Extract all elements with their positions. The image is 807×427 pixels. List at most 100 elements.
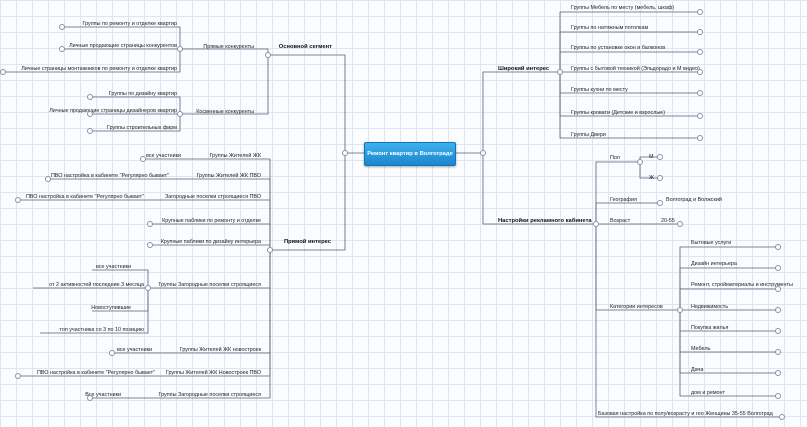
toggle-circle[interactable] [557,69,563,75]
leaf-dot[interactable] [775,349,781,355]
node-leaf[interactable]: Группы Двери [571,132,606,138]
leaf-dot[interactable] [15,197,21,203]
root-node[interactable]: Ремонт квартир в Волгограде [364,142,456,166]
node-leaf[interactable]: Личные страницы монтажников по ремонту и… [21,66,177,72]
node-leaf[interactable]: ПВО настройка в кабинете "Регулярно быва… [50,173,169,179]
leaf-dot[interactable] [45,176,51,182]
leaf-dot[interactable] [87,94,93,100]
toggle-circle[interactable] [342,150,348,156]
leaf-dot[interactable] [657,154,663,160]
node-leaf[interactable]: Группы кровати (Детские и взрослые) [571,110,665,116]
node-age[interactable]: Возраст [610,218,631,224]
leaf-dot[interactable] [147,221,153,227]
node-broad-interest[interactable]: Широкий интерес [498,66,550,72]
node-leaf[interactable]: ПВО настройка в кабинете "Регулярно быва… [36,370,155,376]
leaf-dot[interactable] [775,265,781,271]
node-item[interactable]: Группы Жителей ЖК Новостроек ПВО [165,370,261,376]
toggle-circle[interactable] [480,150,486,156]
node-leaf[interactable]: Бытовые услуги [691,240,732,246]
leaf-dot[interactable] [697,69,703,75]
node-leaf[interactable]: Личные продающие страницы конкурентов [69,43,177,49]
node-leaf[interactable]: Покупка жилья [691,325,729,331]
leaf-dot[interactable] [87,111,93,117]
node-ad-settings[interactable]: Настройки рекламного кабинета [498,218,592,224]
node-leaf[interactable]: все участники [145,153,181,159]
node-item[interactable]: Загородные поселки строящиеся ПВО [164,194,261,200]
node-leaf[interactable]: Ремонт, стройматериалы и инструменты [691,282,793,288]
node-item[interactable]: Группы Жителей ЖК ПВО [196,173,261,179]
node-geo[interactable]: География [610,197,637,203]
leaf-dot[interactable] [697,113,703,119]
leaf-dot[interactable] [775,328,781,334]
node-item[interactable]: Группы Жителей ЖК [209,153,261,159]
leaf-dot[interactable] [147,242,153,248]
toggle-circle[interactable] [593,221,599,227]
node-leaf[interactable]: Группы строительных фирм [106,125,177,131]
leaf-dot[interactable] [775,393,781,399]
leaf-dot[interactable] [15,373,21,379]
leaf-dot[interactable] [697,49,703,55]
node-leaf[interactable]: Все участники [85,392,121,398]
leaf-dot[interactable] [775,307,781,313]
node-leaf[interactable]: все участники [116,347,152,353]
leaf-dot[interactable] [59,24,65,30]
node-leaf[interactable]: ПВО настройка в кабинете "Регулярно быва… [25,194,144,200]
node-leaf[interactable]: Группы Мебель по месту (мебель, шкаф) [571,5,675,11]
leaf-dot[interactable] [775,286,781,292]
node-leaf[interactable]: Волгоград и Волжский [666,197,722,203]
leaf-dot[interactable] [109,350,115,356]
toggle-circle[interactable] [677,307,683,313]
node-item[interactable]: Крупные паблики по ремонту и отделке [162,218,261,224]
node-direct-interest[interactable]: Прямой интерес [284,239,331,245]
node-leaf[interactable]: все участники [95,264,131,270]
node-leaf[interactable]: дом и ремонт [691,390,726,396]
node-leaf[interactable]: от 2 активностей последние 3 месяца [49,282,144,288]
node-item[interactable]: Группы Загородные поселки строящиеся [158,282,261,288]
toggle-circle[interactable] [267,247,273,253]
node-leaf[interactable]: Группы по ремонту и отделке квартир [82,21,178,27]
node-leaf[interactable]: 20-55 [661,218,675,224]
toggle-circle[interactable] [177,111,183,117]
leaf-dot[interactable] [87,128,93,134]
node-leaf[interactable]: М [649,154,654,160]
node-item[interactable]: Группы Загородные поселки строящиеся [158,392,261,398]
node-leaf[interactable]: Группы с бытовой техникой (Эльдорадо и М… [571,66,700,72]
leaf-dot[interactable] [697,135,703,141]
node-direct-competitors[interactable]: Прямые конкуренты [203,44,254,50]
node-leaf[interactable]: Недвижимость [691,304,729,310]
leaf-dot[interactable] [697,29,703,35]
node-leaf[interactable]: Группы по установке окон и балконов [571,45,666,51]
leaf-dot[interactable] [657,200,663,206]
node-interests[interactable]: Категории интересов [610,304,663,310]
node-leaf[interactable]: Дача [691,367,704,373]
node-item[interactable]: Группы Жителей ЖК новостроек [179,347,261,353]
leaf-dot[interactable] [0,69,6,75]
leaf-dot[interactable] [779,414,785,420]
node-leaf[interactable]: топ участника со 3 по 10 позицию [59,327,144,333]
node-base-setting[interactable]: Базовая настройка по полу/возрасту и гео… [598,411,773,417]
node-leaf[interactable]: Мебель [691,346,711,352]
toggle-circle[interactable] [265,52,271,58]
node-leaf[interactable]: Группы по натяжным потолкам [571,25,649,31]
node-leaf[interactable]: Группы по дизайну квартир [108,91,177,97]
node-leaf[interactable]: Новоступившие [91,305,131,311]
leaf-dot[interactable] [677,221,683,227]
leaf-dot[interactable] [775,370,781,376]
node-item[interactable]: Крупные паблики по дизайну интерьера [160,239,261,245]
node-indirect-competitors[interactable]: Косвенные конкуренты [196,109,254,115]
leaf-dot[interactable] [697,90,703,96]
leaf-dot[interactable] [657,175,663,181]
toggle-circle[interactable] [637,159,643,165]
leaf-dot[interactable] [697,9,703,15]
node-leaf[interactable]: Дизайн интерьера [691,261,737,267]
leaf-dot[interactable] [87,395,93,401]
leaf-dot[interactable] [59,46,65,52]
node-leaf[interactable]: Личные продающие страницы дизайнеров ква… [49,108,177,114]
node-leaf[interactable]: Ж [649,175,654,181]
node-leaf[interactable]: Группы кухни по месту [571,87,628,93]
toggle-circle[interactable] [177,46,183,52]
node-gender[interactable]: Пол [610,155,620,161]
toggle-circle[interactable] [145,285,151,291]
leaf-dot[interactable] [775,244,781,250]
node-main-segment[interactable]: Основной сегмент [278,44,332,50]
